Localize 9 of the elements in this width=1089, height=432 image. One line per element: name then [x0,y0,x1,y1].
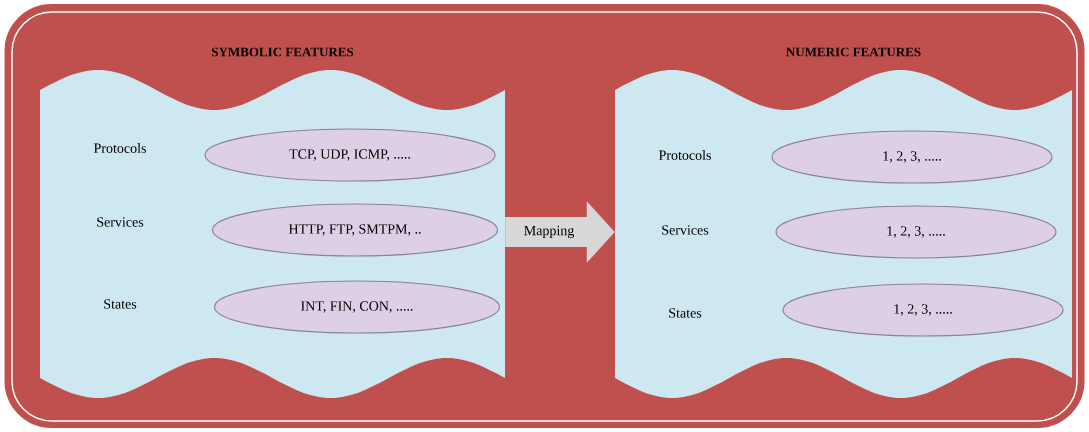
row-label: States [104,299,137,309]
edge-label: Mapping [524,225,575,239]
row-label: States [669,308,702,318]
band-heading: NUMERIC FEATURES [786,47,921,57]
row-label: Protocols [658,150,711,160]
row-label: Services [97,217,144,227]
band-heading: SYMBOLIC FEATURES [212,47,354,57]
row-label: Services [662,225,709,235]
row-label: Protocols [93,143,146,153]
